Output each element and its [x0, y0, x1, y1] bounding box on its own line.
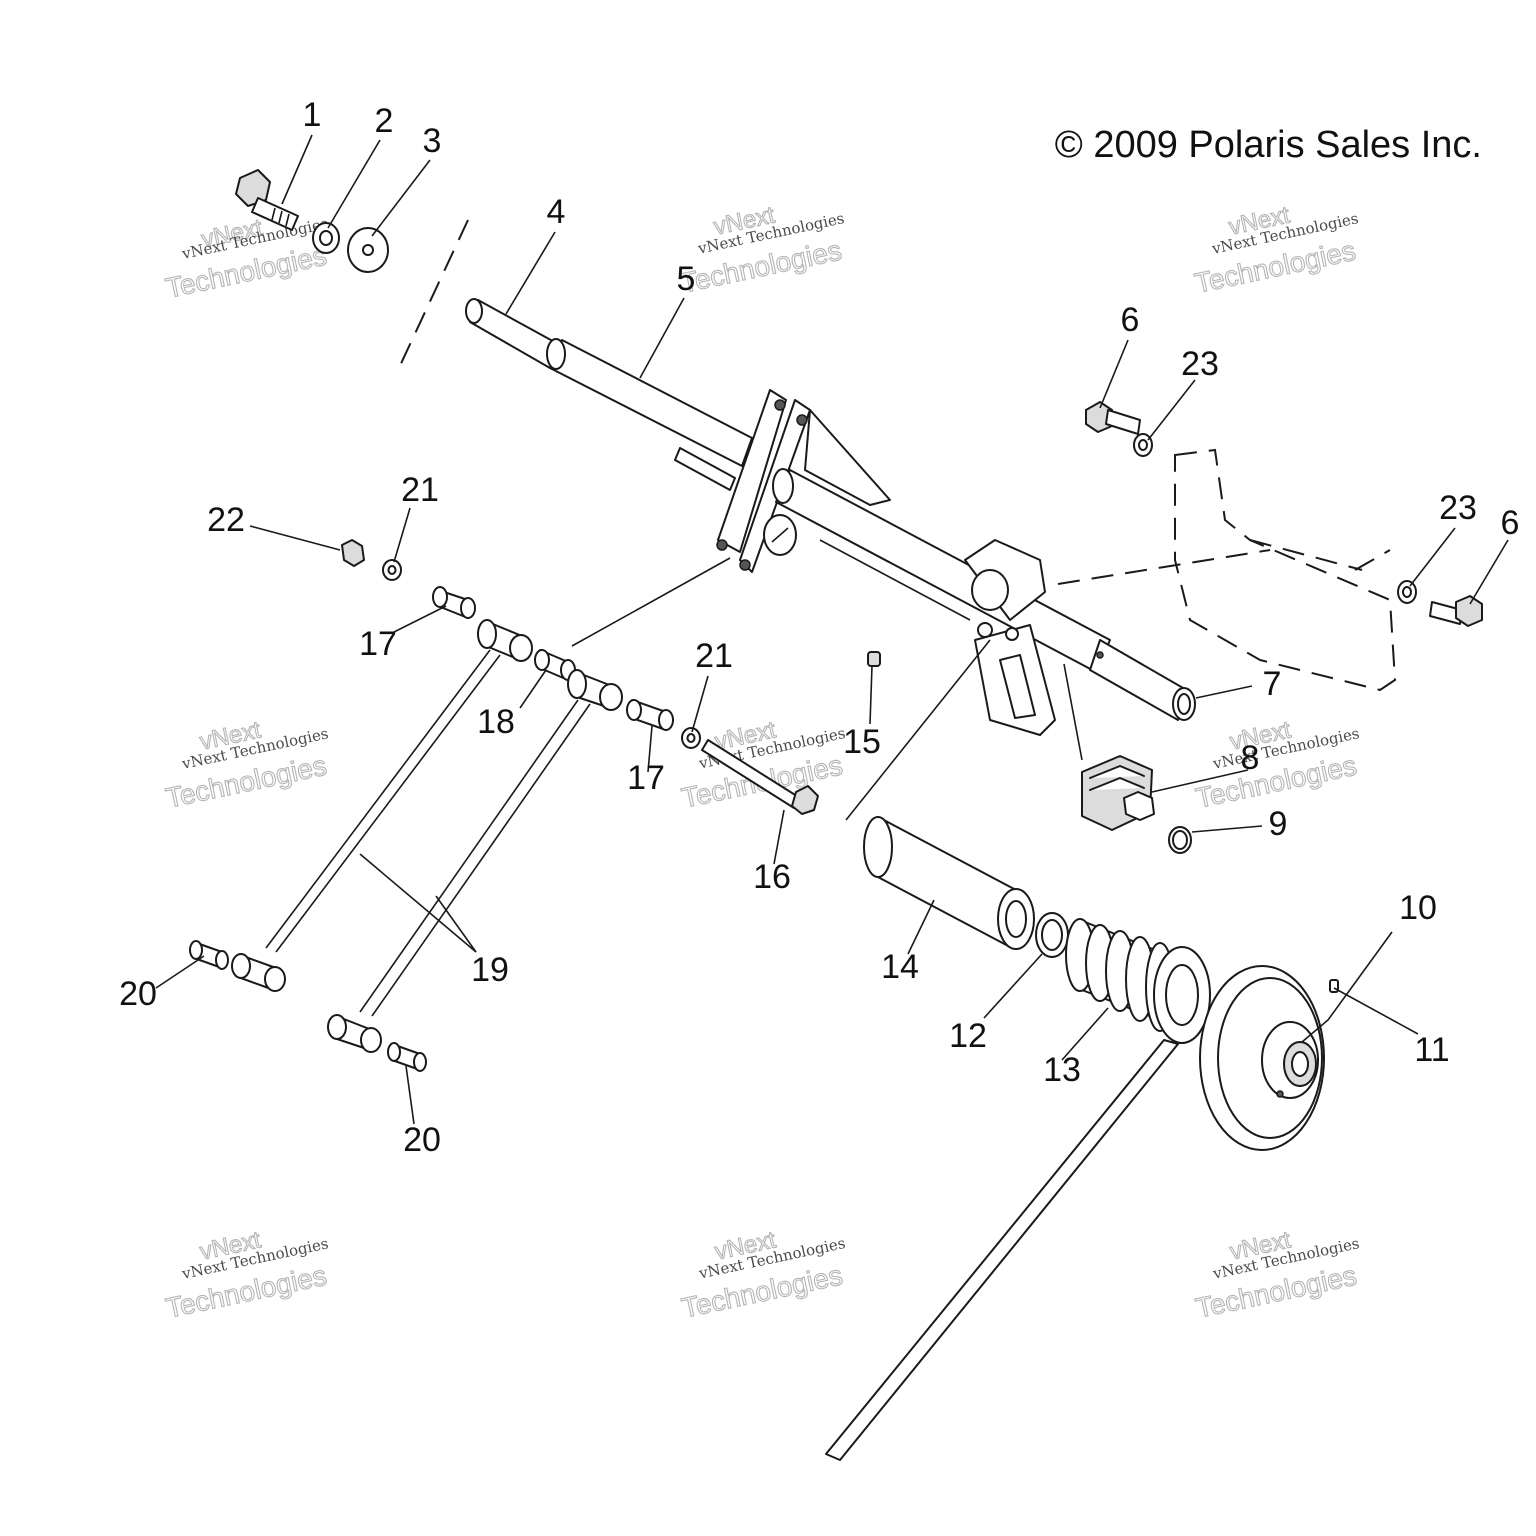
- callout-6-upper: 6: [1121, 301, 1140, 339]
- callout-2: 2: [375, 102, 394, 140]
- spring-sleeve-part: [863, 816, 1035, 950]
- callout-3: 3: [423, 122, 442, 160]
- callout-22: 22: [207, 501, 245, 539]
- torsion-spring-part: [825, 918, 1211, 1461]
- bushing-bottom-left-part: [189, 940, 229, 970]
- callout-23-upper: 23: [1181, 345, 1219, 383]
- leader-lines: [155, 134, 1509, 1125]
- shaft-part: [465, 298, 561, 369]
- callout-21-lower: 21: [695, 637, 733, 675]
- watermark-bottom-left: vNext vNext Technologies Technologies: [162, 1226, 330, 1325]
- callout-14: 14: [881, 948, 919, 986]
- o-ring-part: [1168, 826, 1192, 854]
- callout-6-lower: 6: [1501, 504, 1520, 542]
- callout-16: 16: [753, 858, 791, 896]
- callout-4: 4: [547, 193, 566, 231]
- watermark-top-left: vNext vNext Technologies Technologies: [162, 214, 330, 305]
- callout-12: 12: [949, 1017, 987, 1055]
- callout-7: 7: [1263, 665, 1282, 703]
- watermark-middle-center: vNext vNext Technologies Technologies: [678, 716, 847, 814]
- callout-8: 8: [1241, 739, 1260, 777]
- callout-17-lower: 17: [627, 759, 665, 797]
- copyright-notice: © 2009 Polaris Sales Inc.: [1055, 124, 1482, 166]
- callout-23-lower: 23: [1439, 489, 1477, 527]
- callout-labels: 1 2 3 4 5 6 23 23 6 21 22 17 18 21 17 15…: [119, 96, 1519, 1159]
- grease-fitting-part: [867, 651, 881, 667]
- callout-18: 18: [477, 703, 515, 741]
- callout-9: 9: [1269, 805, 1288, 843]
- callout-11: 11: [1414, 1031, 1449, 1069]
- callout-17-upper: 17: [359, 625, 397, 663]
- bolt-lower-right-part: [1429, 595, 1483, 627]
- callout-13: 13: [1043, 1051, 1081, 1089]
- bushing-upper-part: [432, 586, 476, 619]
- callout-1: 1: [303, 96, 322, 134]
- link-arm-right-part: [327, 669, 623, 1053]
- flat-washer-part: [347, 227, 389, 273]
- bolt-upper-right-part: [1085, 401, 1141, 435]
- callout-21-upper: 21: [401, 471, 439, 509]
- lock-washer-part: [312, 222, 340, 254]
- spring-washer-part: [1035, 912, 1069, 958]
- flange-bolt-part: [235, 169, 299, 231]
- callout-20-bottom: 20: [403, 1121, 441, 1159]
- watermark-top-right: vNext vNext Technologies Technologies: [1191, 201, 1360, 300]
- nut-part: [341, 539, 365, 567]
- watermark-bottom-right: vNext vNext Technologies Technologies: [1192, 1226, 1361, 1325]
- callout-20-left: 20: [119, 975, 157, 1013]
- link-arm-left-part: [231, 619, 533, 992]
- callout-5: 5: [677, 260, 696, 298]
- bushing-bottom-center-part: [387, 1042, 427, 1072]
- watermark-middle-left: vNext vNext Technologies Technologies: [162, 716, 330, 815]
- callout-15: 15: [843, 723, 881, 761]
- idler-wheel-part: [1199, 965, 1325, 1151]
- watermark-top-center: vNext vNext Technologies Technologies: [677, 201, 846, 299]
- watermark-middle-right: vNext vNext Technologies Technologies: [1192, 716, 1361, 815]
- long-bolt-part: [701, 739, 819, 815]
- washer-lower-right-part: [1397, 580, 1417, 604]
- dashed-centerlines: [397, 219, 1397, 692]
- bushing-lower-part: [626, 699, 674, 731]
- adjuster-block-part: [1081, 755, 1155, 831]
- watermark-bottom-center: vNext vNext Technologies Technologies: [678, 1226, 847, 1324]
- torque-arm-assembly-part: [546, 338, 1111, 736]
- washer-upper-left-part: [382, 559, 402, 581]
- callout-19: 19: [471, 951, 509, 989]
- tube-end-part: [1089, 639, 1196, 721]
- washer-middle-part: [681, 727, 701, 749]
- callout-10: 10: [1399, 889, 1437, 927]
